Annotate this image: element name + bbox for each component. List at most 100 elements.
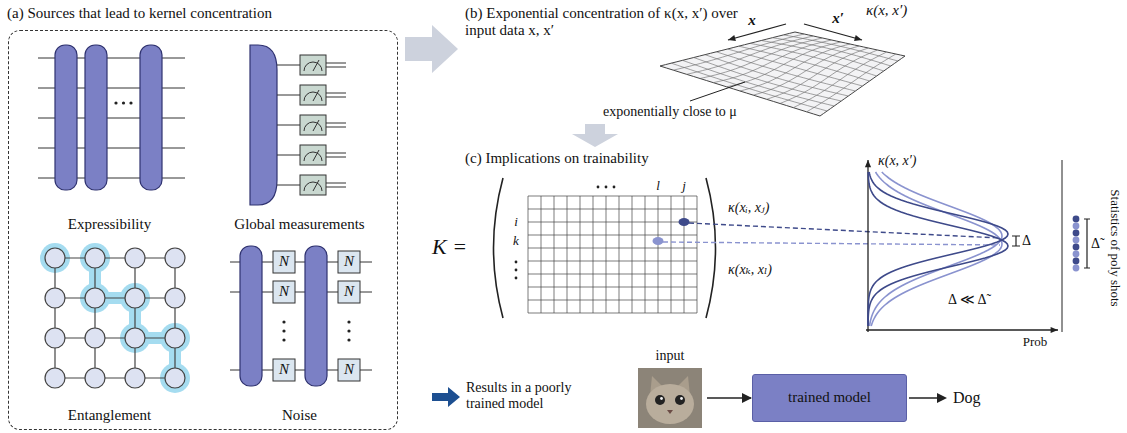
leader-line	[690, 82, 745, 101]
matrix-gridline	[528, 287, 697, 288]
matrix-entry	[653, 237, 664, 245]
matrix-gridline	[528, 209, 697, 210]
unitary-block	[55, 45, 77, 190]
cat-eye	[675, 395, 685, 405]
meter-symbol	[300, 85, 326, 105]
qubit-halo	[160, 363, 190, 393]
qubit-node	[45, 328, 65, 348]
matrix-bracket	[494, 178, 504, 318]
matrix-gridline	[528, 261, 697, 262]
axis-arrow	[804, 24, 862, 40]
ellipsis-dot	[347, 320, 350, 323]
lattice-edge	[55, 257, 175, 258]
ellipsis-dot	[613, 186, 616, 189]
index-label: l	[656, 179, 660, 194]
matrix-gridline	[580, 196, 581, 313]
shot-dot	[1073, 244, 1080, 251]
lattice-edge	[134, 258, 135, 378]
output-arrow-head	[937, 393, 947, 403]
matrix-gridline	[528, 196, 697, 197]
dashed-leader	[689, 223, 1000, 238]
index-label: i	[514, 215, 518, 230]
qubit-node	[85, 288, 105, 308]
axis-label: Prob	[1023, 335, 1048, 350]
qubit-node	[85, 368, 105, 388]
noise-channel	[338, 251, 360, 273]
meter-needle	[313, 90, 319, 101]
matrix-entry	[679, 218, 690, 226]
meter-needle	[313, 150, 319, 161]
ellipsis-dot	[515, 269, 518, 272]
meter-arc	[304, 152, 322, 161]
result-arrow	[432, 387, 460, 407]
noise-channel	[273, 251, 295, 273]
output-arrow	[909, 397, 938, 399]
delta-label: Δ	[1022, 233, 1031, 249]
source-icon: Global measurements	[210, 38, 390, 235]
result-note: Results in a poorly trained model	[466, 380, 611, 412]
qubit-node	[125, 328, 145, 348]
kernel-surface	[660, 32, 905, 116]
matrix-gridline	[528, 274, 697, 275]
noise-channel	[338, 281, 360, 303]
classical-wire	[326, 123, 346, 124]
matrix-gridline	[645, 196, 646, 313]
ellipsis-dot	[347, 329, 350, 332]
global-block	[250, 45, 277, 205]
unitary-block	[240, 246, 262, 386]
circuit-wire	[277, 65, 300, 66]
comparison-label: Δ ≪ Δ̃	[948, 292, 986, 308]
lattice-edge	[55, 337, 175, 338]
index-label: k	[513, 234, 519, 249]
axis-label: x	[748, 12, 756, 29]
cat-photo	[638, 368, 702, 428]
cat-head	[646, 384, 694, 424]
surface-gridline	[740, 44, 850, 91]
surface-gridline	[671, 63, 827, 111]
delta-bar	[1084, 219, 1090, 268]
flow-arrow	[405, 25, 458, 73]
meter-needle	[313, 60, 319, 71]
source-label: Entanglement	[68, 407, 151, 424]
axis-arrow-head	[854, 35, 862, 41]
qubit-node	[85, 328, 105, 348]
source-icon: Expressibility	[25, 38, 195, 235]
matrix-bracket	[706, 178, 716, 318]
ellipsis-dot	[282, 329, 285, 332]
matrix-gridline	[567, 196, 568, 313]
source-panel: (a) Sources that lead to kernel concentr…	[8, 30, 398, 430]
plot-axis	[866, 329, 1058, 330]
shot-dot	[1073, 230, 1080, 237]
circuit-wire	[277, 185, 300, 186]
separator-line	[1062, 160, 1063, 332]
panel-heading: (a) Sources that lead to kernel concentr…	[7, 5, 272, 22]
kernel-entry-label: κ(xₖ, xₗ)	[728, 262, 772, 278]
callout-text: exponentially close to μ	[603, 104, 737, 120]
qubit-node	[165, 368, 185, 388]
cat-eye-glint	[660, 397, 663, 400]
axis-arrow	[728, 24, 786, 40]
entanglement-highlight	[95, 258, 175, 378]
qubit-halo	[80, 283, 110, 313]
matrix-gridline	[632, 196, 633, 313]
classical-wire	[326, 183, 346, 184]
qubit-node	[125, 368, 145, 388]
shot-dot	[1073, 251, 1080, 258]
lattice-edge	[94, 258, 95, 378]
noise-channel	[273, 281, 295, 303]
axis-label: κ(x, x′)	[878, 153, 917, 169]
delta-bar	[1012, 236, 1020, 246]
qubit-node	[165, 328, 185, 348]
axis-arrow-head	[728, 35, 736, 41]
classical-wire	[326, 97, 346, 98]
qubit-halo	[120, 323, 150, 353]
noise-symbol: N	[279, 361, 289, 378]
ellipsis-dot	[515, 277, 518, 280]
classical-wire	[326, 67, 346, 68]
meter-arc	[304, 182, 322, 191]
prediction-label: Dog	[953, 389, 981, 407]
matrix-gridline	[697, 196, 698, 313]
matrix-gridline	[528, 196, 529, 313]
